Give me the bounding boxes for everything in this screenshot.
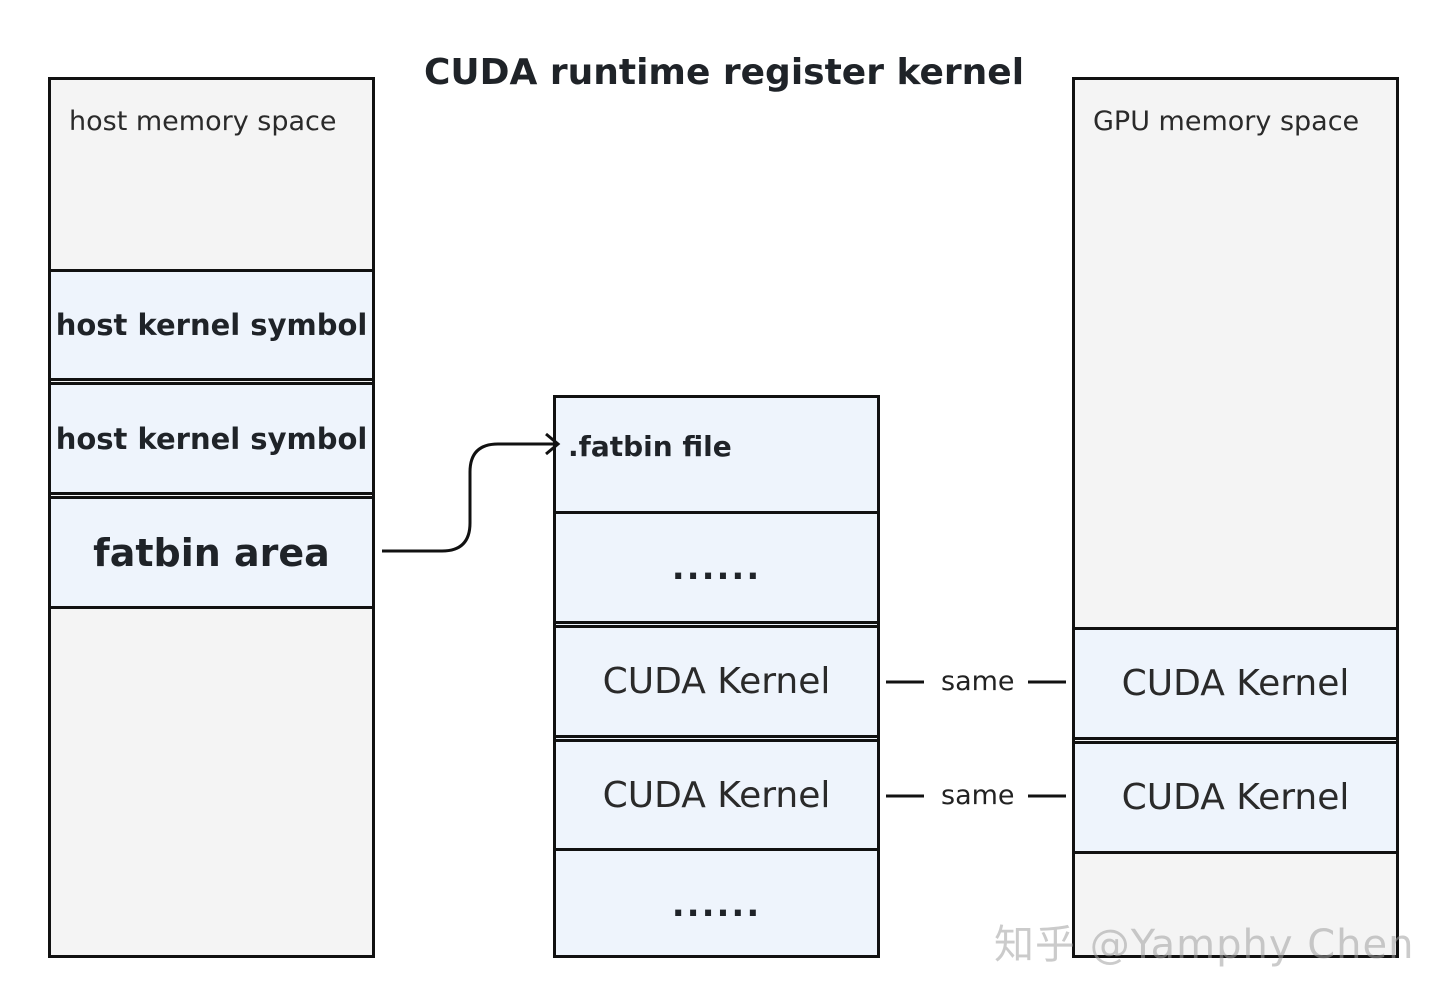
fatbin-dots-top: ...... [556,511,877,624]
gpu-memory-column: GPU memory space CUDA Kernel CUDA Kernel [1072,77,1399,958]
fatbin-dots-bottom-text: ...... [671,884,762,925]
fatbin-cuda-kernel-2-text: CUDA Kernel [602,774,831,816]
fatbin-pointer-arrowhead [545,432,561,456]
fatbin-dots-top-text: ...... [671,547,762,588]
diagram-title: CUDA runtime register kernel [423,52,1025,93]
watermark: 知乎 @Yamphy Chen [994,922,1415,968]
fatbin-pointer-arrow [382,442,556,553]
host-memory-column: host memory space host kernel symbol hos… [48,77,375,958]
gpu-cuda-kernel-2: CUDA Kernel [1075,741,1396,854]
fatbin-cuda-kernel-2: CUDA Kernel [556,739,877,851]
host-memory-label: host memory space [69,106,337,137]
host-kernel-symbol-1-text: host kernel symbol [55,308,368,342]
host-kernel-symbol-1: host kernel symbol [51,269,372,381]
gpu-cuda-kernel-1: CUDA Kernel [1075,627,1396,740]
fatbin-file-label: .fatbin file [568,430,732,463]
fatbin-dots-bottom: ...... [556,851,877,958]
fatbin-cuda-kernel-1-text: CUDA Kernel [602,661,831,702]
gpu-cuda-kernel-2-text: CUDA Kernel [1121,777,1350,818]
fatbin-area: fatbin area [51,496,372,609]
fatbin-cuda-kernel-1: CUDA Kernel [556,625,877,738]
gpu-cuda-kernel-1-text: CUDA Kernel [1121,663,1350,704]
gpu-memory-label: GPU memory space [1093,106,1360,137]
same-label-2: same [941,780,1015,811]
same-label-1: same [941,666,1015,697]
host-kernel-symbol-2: host kernel symbol [51,382,372,495]
fatbin-file-column: .fatbin file ...... CUDA Kernel CUDA Ker… [553,395,880,958]
fatbin-area-text: fatbin area [93,530,330,575]
host-kernel-symbol-2-text: host kernel symbol [55,421,368,456]
